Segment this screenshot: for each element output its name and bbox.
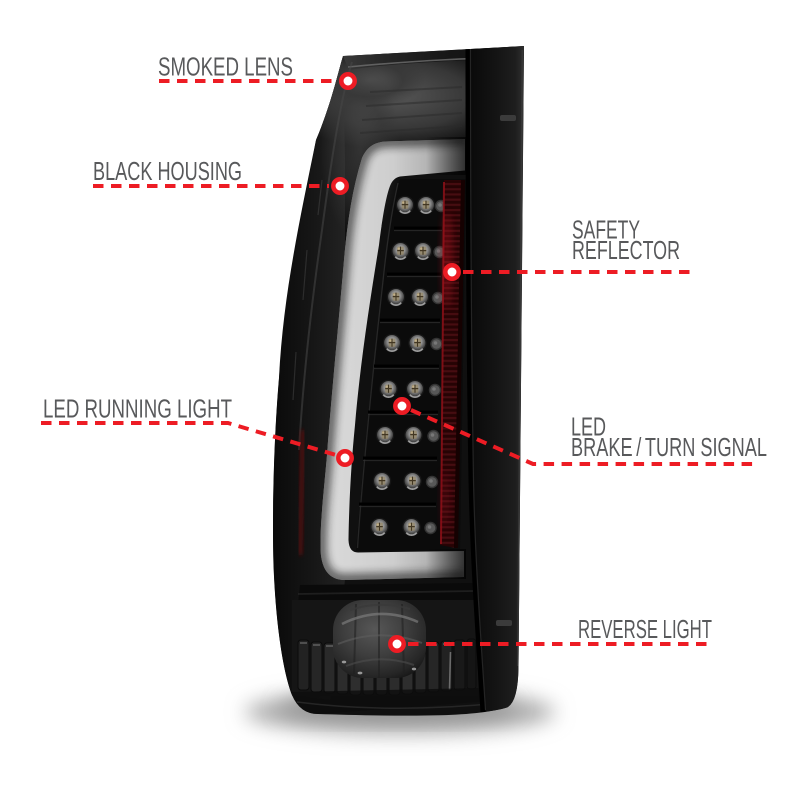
svg-text:REFLECTOR: REFLECTOR (572, 235, 680, 265)
svg-text:BLACK HOUSING: BLACK HOUSING (93, 156, 242, 186)
svg-text:REVERSE LIGHT: REVERSE LIGHT (578, 614, 712, 644)
svg-text:SAFETY: SAFETY (572, 215, 640, 245)
svg-text:BRAKE / TURN SIGNAL: BRAKE / TURN SIGNAL (571, 432, 767, 462)
svg-text:LED: LED (571, 412, 606, 442)
svg-text:LED RUNNING LIGHT: LED RUNNING LIGHT (43, 394, 232, 424)
svg-text:SMOKED LENS: SMOKED LENS (158, 52, 293, 82)
